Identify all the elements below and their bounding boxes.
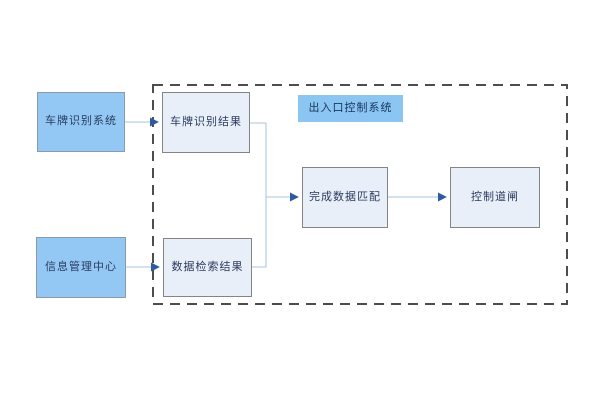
node-label: 车牌识别结果 xyxy=(170,115,242,128)
node-label: 控制道闸 xyxy=(471,190,519,203)
system-boundary-title-label: 出入口控制系统 xyxy=(308,101,393,114)
system-boundary-dashed-border xyxy=(152,84,568,305)
node-label: 数据检索结果 xyxy=(171,260,244,273)
node-label: 车牌识别系统 xyxy=(45,115,117,128)
node-plate-recognition-result: 车牌识别结果 xyxy=(162,92,250,153)
node-data-match-complete: 完成数据匹配 xyxy=(302,167,388,228)
node-label: 完成数据匹配 xyxy=(309,190,381,203)
edge-merge-rail xyxy=(250,122,267,268)
node-gate-control: 控制道闸 xyxy=(450,167,540,228)
node-plate-recognition-system: 车牌识别系统 xyxy=(37,92,125,152)
system-boundary-title: 出入口控制系统 xyxy=(298,95,403,122)
node-info-management-center: 信息管理中心 xyxy=(36,237,126,298)
node-label: 信息管理中心 xyxy=(45,260,117,273)
node-data-retrieval-result: 数据检索结果 xyxy=(163,238,252,297)
